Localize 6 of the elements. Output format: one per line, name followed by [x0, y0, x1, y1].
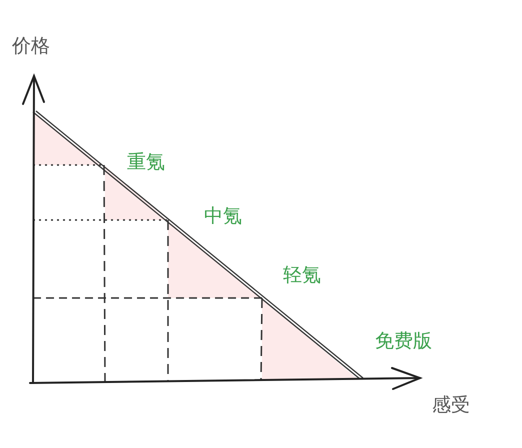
axis-label: 价格 — [12, 37, 50, 56]
region-label: 中氪 — [204, 207, 242, 226]
region-label: 免费版 — [375, 332, 432, 351]
region-label: 轻氪 — [283, 266, 321, 285]
axis-label: 感受 — [432, 396, 470, 415]
region-label: 重氪 — [127, 153, 165, 172]
